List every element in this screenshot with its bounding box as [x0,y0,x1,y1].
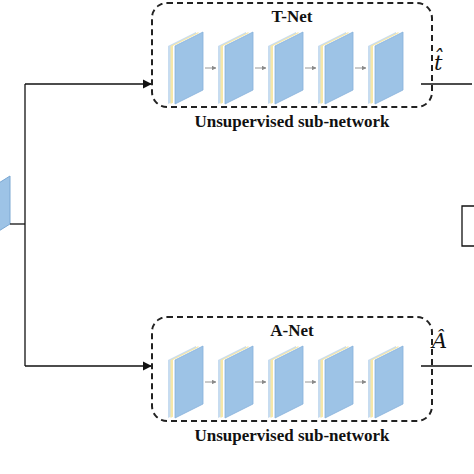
layer-arrow [255,382,266,383]
layer-icon [325,32,353,104]
output-symbol: Â [432,330,447,353]
layer-arrow [255,68,266,69]
network-subtitle: Unsupervised sub-network [194,112,389,132]
layer-icon [375,346,403,418]
layer-arrow [355,382,366,383]
network-subtitle: Unsupervised sub-network [194,426,389,446]
output-line [421,365,472,366]
output-symbol: t̂ [434,52,442,75]
layer-arrow [305,68,316,69]
layer-icon [175,32,203,104]
layer-icon [175,346,203,418]
split-wire [24,84,25,366]
input-arrow [25,365,151,366]
layer-icon [225,346,253,418]
network-title: A-Net [153,321,431,341]
layer-arrow [355,68,366,69]
layer-arrow [205,382,216,383]
input-wire [10,223,25,224]
input-layer [0,176,10,234]
output-line [421,83,472,84]
layer-icon [225,32,253,104]
network-box: A-NetUnsupervised sub-network [151,316,433,422]
network-title: T-Net [153,7,431,27]
layer-icon [375,32,403,104]
layer-arrow [305,382,316,383]
partial-box [462,206,474,246]
layer-icon [325,346,353,418]
layer-icon [275,346,303,418]
layer-arrow [205,68,216,69]
network-box: T-NetUnsupervised sub-network [151,2,433,108]
layer-icon [275,32,303,104]
input-arrow [25,83,151,84]
